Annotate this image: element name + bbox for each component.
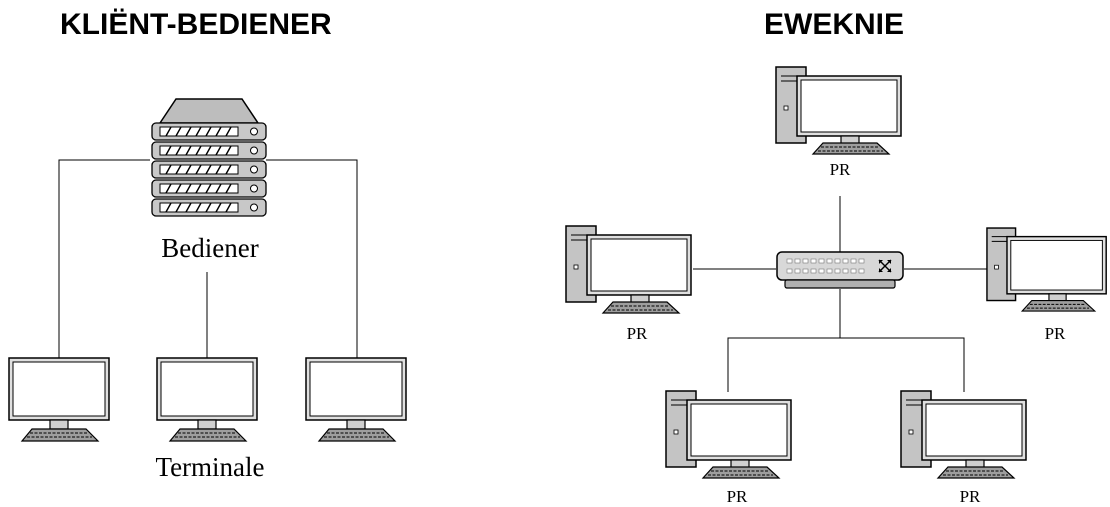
peer-to-peer-title: EWEKNIE [764,8,905,41]
peer-computer-icon-bottom-right [900,390,1027,479]
peer-label-right: PR [1044,324,1066,343]
peer-computer-icon-left [565,225,692,314]
peer-label-left: PR [626,324,648,343]
terminal-icon-left [8,357,110,442]
peer-computer-icon-right [986,227,1107,312]
network-switch-icon [776,251,904,289]
peer-label-bottom-right: PR [959,487,981,506]
terminal-icon-right [305,357,407,442]
server-icon [151,98,267,217]
terminals-label: Terminale [155,452,265,482]
peer-label-bottom-left: PR [726,487,748,506]
peer-to-peer-links [693,196,988,392]
server-label: Bediener [161,233,259,263]
terminal-icon-center [156,357,258,442]
client-server-links [58,159,358,360]
peer-label-top: PR [829,160,851,179]
peer-computer-icon-bottom-left [665,390,792,479]
peer-computer-icon-top [775,66,902,155]
client-server-title: KLIËNT-BEDIENER [60,8,332,41]
